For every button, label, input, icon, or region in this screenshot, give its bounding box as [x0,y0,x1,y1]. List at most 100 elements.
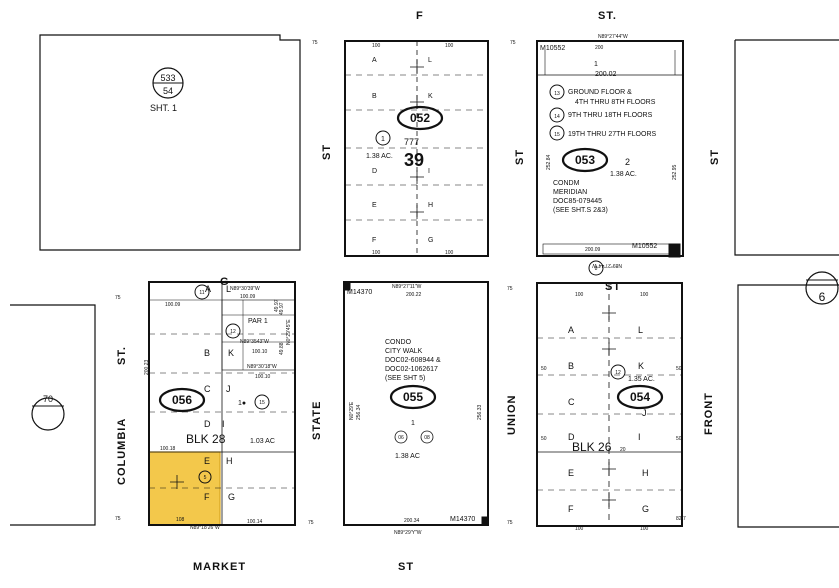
b39-lot-d: D [372,168,377,175]
parcel-1-circle [375,130,391,146]
b28-corner-top: 75 [115,295,121,301]
b26-dim-10: 75 [507,520,513,526]
b055-acres: 1.38 AC [395,453,420,460]
page-6-circle [805,271,839,305]
unit-15-circle [549,125,565,141]
b28-bearing-side: N0°29'45"E [286,319,292,345]
b26-lot-d: D [568,432,575,442]
b28-lot-h: H [226,456,233,466]
b39-dim-1: 100 [372,43,381,49]
b28-acres: 1.03 AC [250,438,275,445]
st-left-upper: ST [321,144,333,160]
block-26-label: BLK 26 [572,440,612,454]
b053-map-bottom: M10552 [632,243,657,250]
state-label: STATE [311,401,323,440]
b053-dim-bottom: 200.09 [585,247,601,253]
f-st-label: ST. [598,10,617,22]
b26-p8: 8 [595,266,598,272]
parcel-11-circle [194,284,210,300]
b39-lot-l: L [428,57,432,64]
b39-dim-4: 100 [445,250,454,256]
b055-sub-a: 06 [398,435,404,441]
b28-dim-a: 100.10 [252,349,268,355]
floor-14-num: 14 [554,114,560,120]
b26-dim-9: 75 [507,286,513,292]
b28-dim-108: 108 [176,517,185,523]
b055-condo-5: (SEE SHT 5) [385,375,425,382]
columbia-label: COLUMBIA [116,418,128,485]
b055-map-top: M14370 [347,289,372,296]
b28-dim-mid: 100.10 [255,374,271,380]
parcel-15-circle [254,394,270,410]
book-054-label: 054 [630,390,650,404]
b26-lot-e: E [568,468,574,478]
b053-acres: 1.38 AC. [610,171,637,178]
book-053-oval [561,147,609,173]
f-street-label: F [416,10,424,22]
b39-lot-i: I [428,168,430,175]
floor-15-text: 19TH THRU 27TH FLOORS [568,131,656,138]
unit-13-circle [549,84,565,100]
b39-lot-a: A [372,57,377,64]
b28-dim-top: 100.09 [165,302,181,308]
book-056-oval [158,387,206,413]
b053-dim-inner: 200.02 [595,71,617,78]
parcel-5-circle [198,470,212,484]
b28-par1: PAR 1 [248,318,268,325]
b39-lot-k: K [428,93,433,100]
b26-dim-5: 50 [541,366,547,372]
b26-lot-i: I [638,432,641,442]
b055-condo-3: DOC02-608944 & [385,357,441,364]
right-lower-parcel [737,284,839,528]
block-26 [536,260,683,527]
b39-lot-e: E [372,202,377,209]
b39-dim-6: 75 [510,40,516,46]
sheet-label: SHT. 1 [150,103,177,113]
b26-lot-l: L [638,325,643,335]
b28-bearing-a: N89°3543"W [240,339,269,345]
b28-lot-d: D [204,419,211,429]
b28-lot-e: E [204,456,210,466]
condo-2: MERIDIAN [553,189,587,196]
b26-dim-7: 50 [541,436,547,442]
st-right-upper: ST [709,149,721,165]
b053-side-left: 252.84 [546,154,552,170]
b28-lot-a: A [205,284,211,294]
b39-lot-h: H [428,202,433,209]
b053-bearing-bottom: N89°27'44"W [592,262,622,268]
b39-lot-f: F [372,237,376,244]
book-052-label: 052 [410,111,430,125]
b26-dim-6: 50 [676,366,682,372]
b39-dim-5: 75 [312,40,318,46]
book-055-oval [389,384,437,410]
b055-parcel: 1 [411,420,415,427]
columbia-st-label: ST. [116,346,128,365]
block-39 [344,40,489,257]
b28-lot-b: B [204,348,210,358]
st-mid-upper: ST [514,149,526,165]
page-70-top: 70 [43,394,53,404]
b39-dim-2: 100 [445,43,454,49]
b28-side-4: 49.97 [274,299,280,312]
b39-lot-mark: 777 [404,137,419,147]
labels: F ST. G ST MARKET ST ST ST ST COLUMBIA S… [43,10,826,573]
corner-82: 82.7 [676,516,686,522]
condo-4: (SEE SHT.S 2&3) [553,207,608,214]
floor-13-text-b: 4TH THRU 8TH FLOORS [575,99,656,106]
b28-p15: 15 [259,400,265,406]
sheet-top: 533 [160,73,175,83]
block-053 [536,40,684,258]
b055-condo-2: CITY WALK [385,348,423,355]
b28-lot-k: K [228,348,234,358]
crosshairs [170,60,616,507]
block-28 [148,281,296,526]
b053-side-right: 252.95 [672,164,678,180]
b055-condo-1: CONDO [385,339,412,346]
page-6-label: 6 [819,290,826,304]
b055-condo-4: DOC02-1062617 [385,366,438,373]
union-label: UNION [506,395,518,435]
b28-corner-bottom: 75 [115,516,121,522]
b28-side-1: 200.23 [144,359,150,375]
b28-lot-g: G [228,492,235,502]
b053-dim-top: 200 [595,45,604,51]
